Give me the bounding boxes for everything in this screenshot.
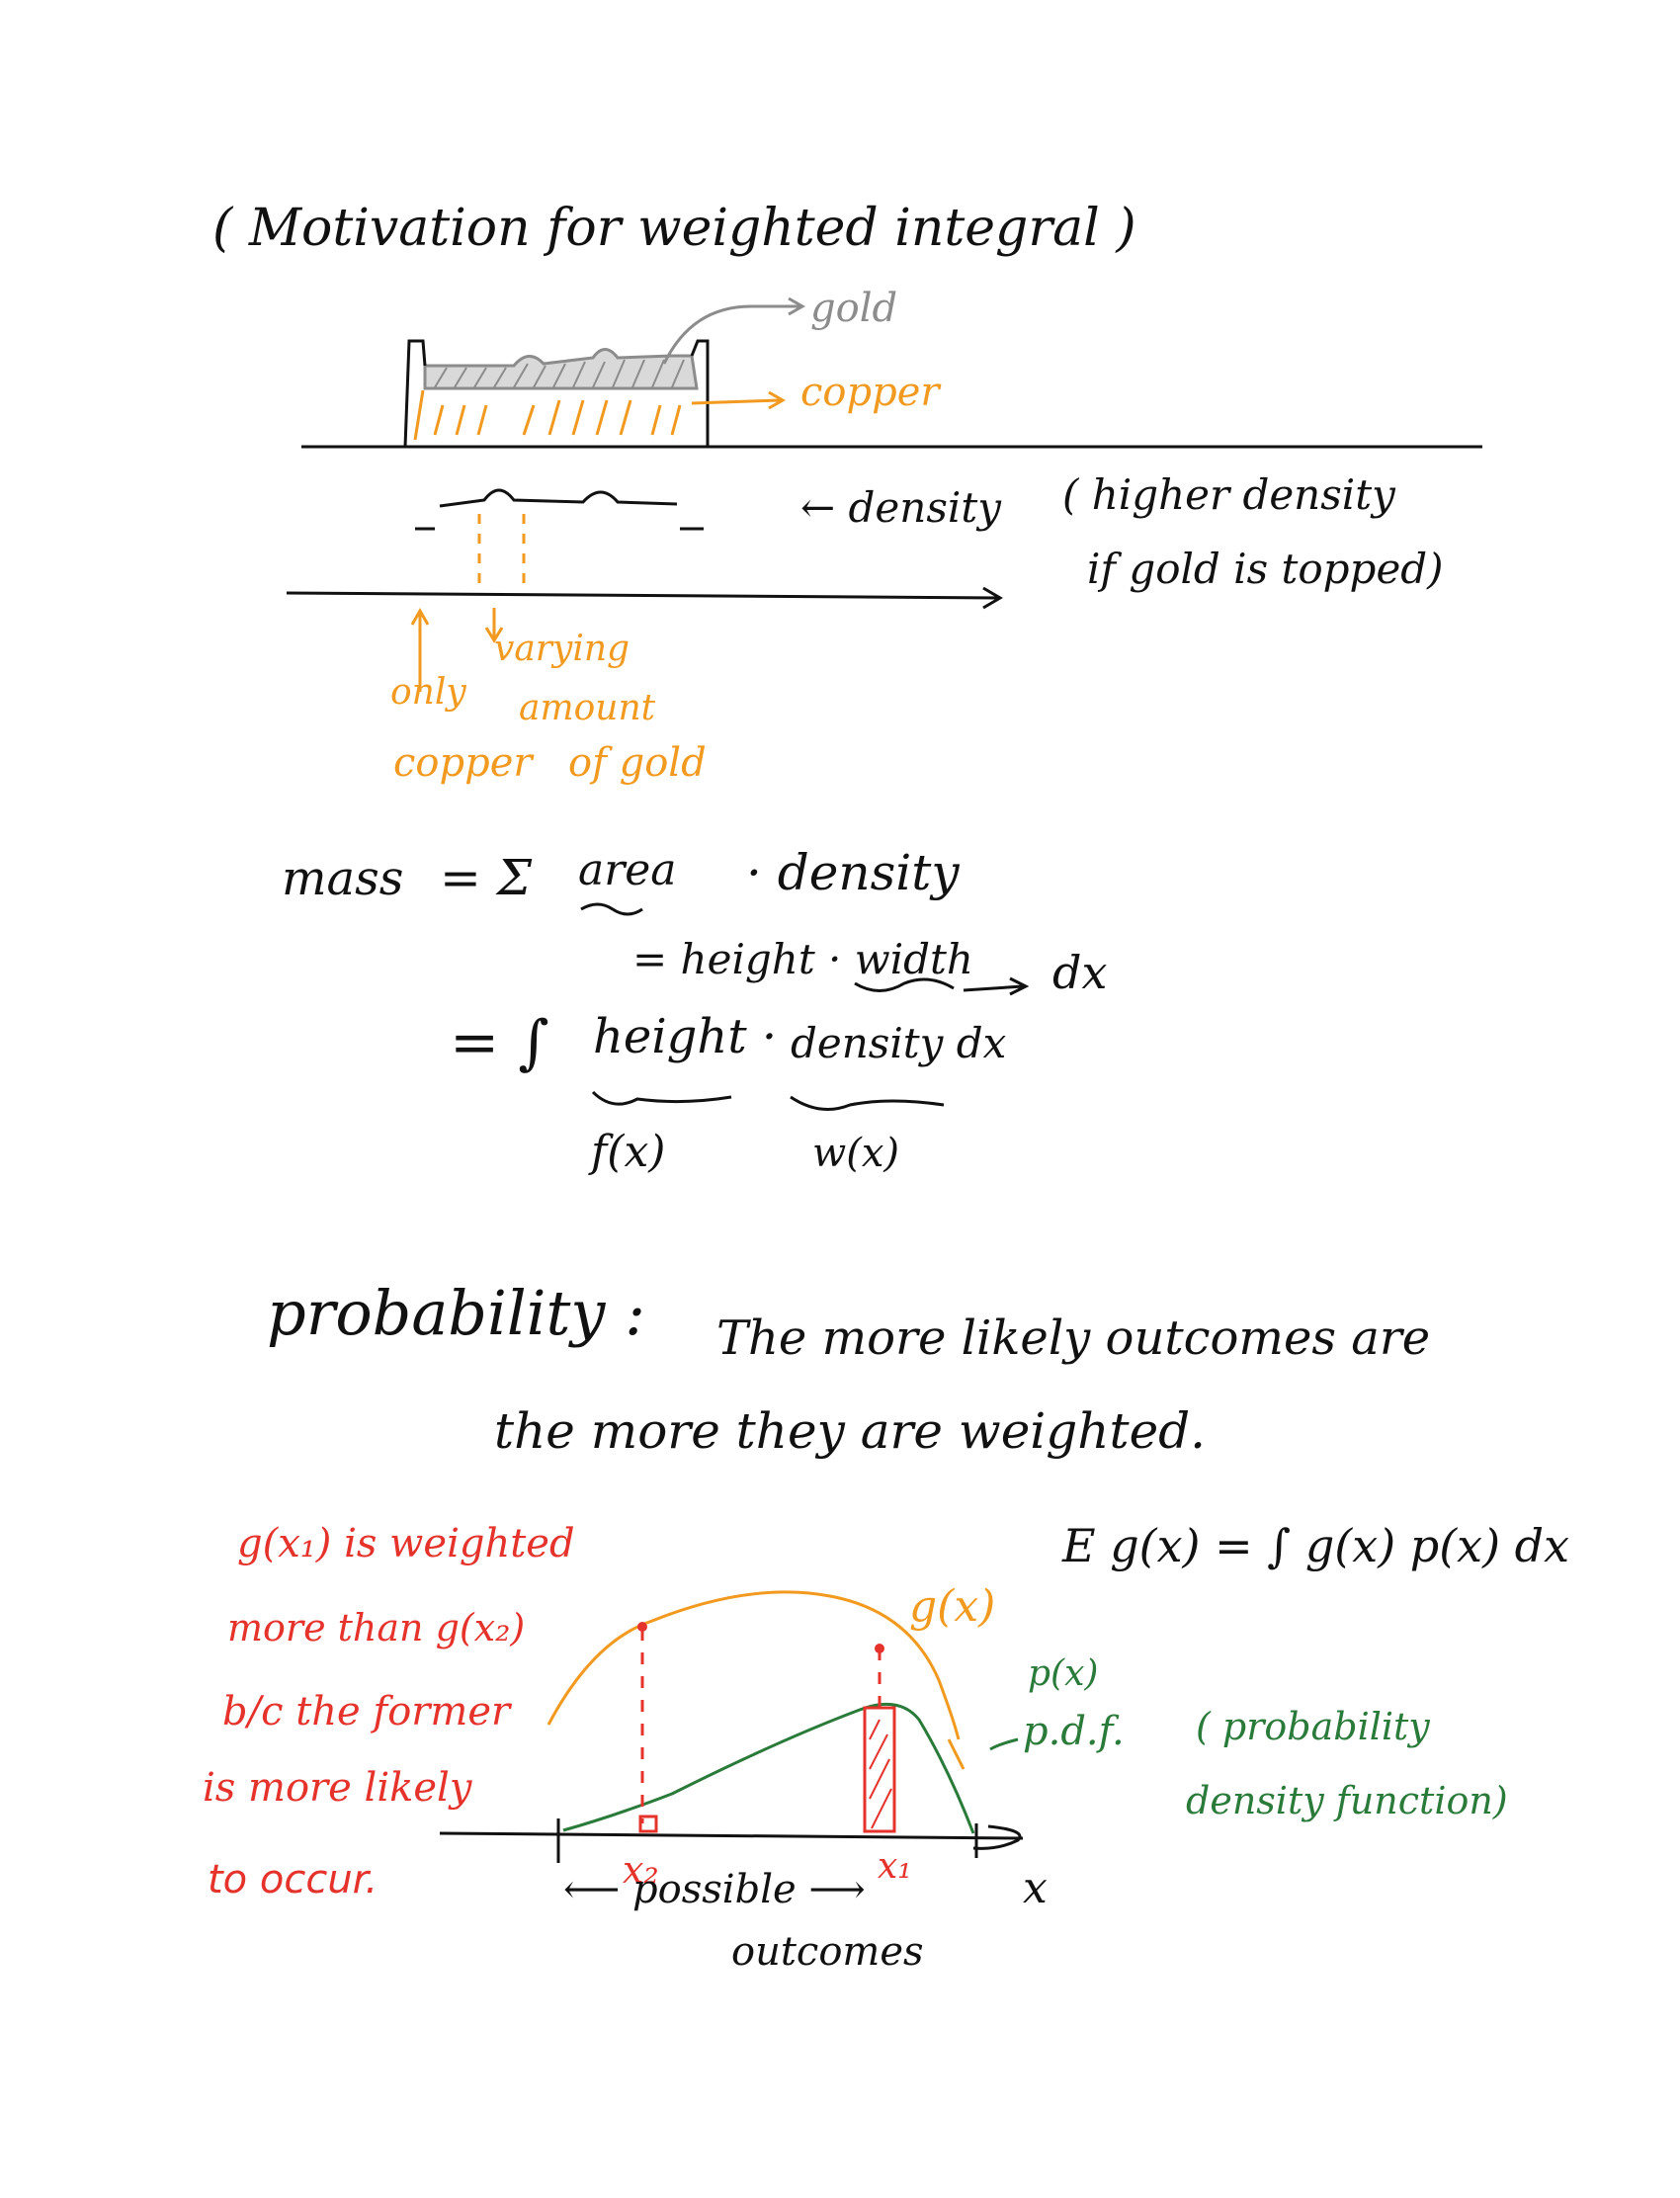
density-dx-term: density dx: [791, 1019, 1007, 1067]
density-note-line1: ( higher density: [1062, 470, 1396, 519]
probability-line1: The more likely outcomes are: [716, 1310, 1430, 1366]
pdf-desc-line1: ( probability: [1196, 1705, 1430, 1748]
expectation-graph: g(x) p(x) p.d.f. ( probability density f…: [439, 1581, 1508, 1975]
area-term: area: [578, 845, 677, 895]
f-label: f(x): [588, 1127, 665, 1177]
outcomes-label: outcomes: [731, 1929, 924, 1975]
g-label: g(x): [909, 1581, 995, 1632]
dx-arrow-target: dx: [1052, 946, 1107, 999]
copper-hatching: [413, 389, 682, 441]
density-profile: ← density ( higher density if gold is to…: [286, 470, 1444, 786]
density-curve: [439, 488, 678, 508]
gold-label: gold: [810, 286, 897, 331]
only-copper-line1: only: [390, 672, 466, 713]
p-curve: [562, 1702, 975, 1834]
outcome-axis: [439, 1831, 1024, 1840]
varying-line2: amount: [519, 688, 656, 728]
height-term: height ·: [593, 1009, 777, 1064]
dot-density: · density: [746, 844, 960, 901]
probability-heading: probability :: [267, 1277, 645, 1349]
pdf-desc-line2: density function): [1186, 1779, 1508, 1822]
p-label: p(x): [1028, 1653, 1098, 1694]
x2-label: x₂: [623, 1848, 659, 1892]
copper-label: copper: [800, 370, 942, 415]
w-label: w(x): [812, 1131, 899, 1176]
eq-sum: = Σ: [440, 849, 533, 906]
probability-line2: the more they are weighted.: [494, 1402, 1206, 1460]
mass-equation: mass = Σ area · density = height · width…: [282, 844, 1107, 1177]
expectation-formula: E g(x) = ∫ g(x) p(x) dx: [1061, 1519, 1569, 1572]
gold-layer: [423, 348, 699, 390]
x2-probability-bar: [638, 1815, 658, 1833]
note-line1: g(x₁) is weighted: [237, 1521, 575, 1566]
title: ( Motivation for weighted integral ): [212, 199, 1136, 258]
coin-outline: [403, 339, 710, 448]
eq-integral: = ∫: [450, 1008, 549, 1077]
x1-probability-bar: [863, 1706, 896, 1833]
density-axis: [286, 591, 999, 600]
pdf-label: p.d.f.: [1023, 1709, 1125, 1754]
axis-label: x: [1023, 1863, 1048, 1913]
area-expansion: = height · width: [632, 935, 973, 983]
density-note-line2: if gold is topped): [1087, 545, 1444, 593]
note-line5: to occur.: [208, 1857, 378, 1902]
note-line2: more than g(x₂): [227, 1606, 525, 1649]
g-curve: [546, 1590, 961, 1740]
x1-label: x₁: [878, 1846, 912, 1887]
note-line4: is more likely: [203, 1765, 473, 1811]
g-x2-point: [637, 1622, 647, 1632]
only-copper-line2: copper: [393, 740, 535, 786]
g-x1-point: [875, 1644, 884, 1653]
mass-lhs: mass: [282, 851, 403, 906]
gold-arrow: [662, 304, 800, 365]
weighting-note: g(x₁) is weighted more than g(x₂) b/c th…: [203, 1521, 575, 1902]
possible-label: ⟵ possible ⟶: [563, 1867, 866, 1912]
varying-line1: varying: [494, 629, 630, 669]
varying-line3: of gold: [568, 740, 707, 786]
probability-statement: probability : The more likely outcomes a…: [267, 1277, 1430, 1460]
coin-cross-section: gold copper: [301, 286, 1482, 449]
density-label: ← density: [800, 483, 1002, 532]
note-line3: b/c the former: [222, 1689, 513, 1734]
